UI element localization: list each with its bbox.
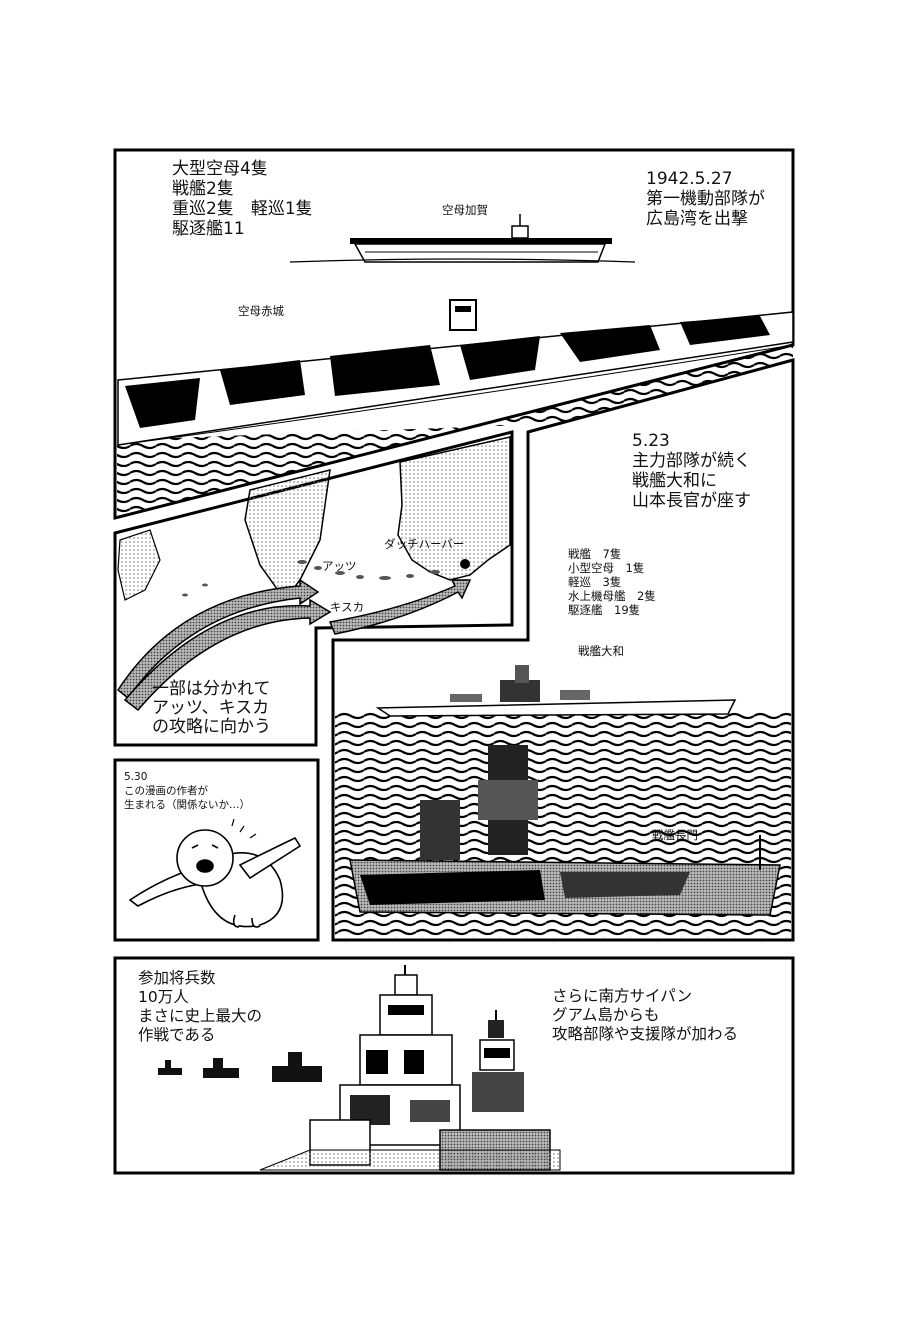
map-label-dutch-harbor: ダッチハーバー	[384, 537, 465, 551]
carrier-kaga-illustration	[289, 214, 636, 263]
p5-left-line-2: 10万人	[138, 988, 189, 1006]
label-akagi: 空母赤城	[238, 304, 284, 318]
p3-caption-line-1: 主力部隊が続く	[632, 451, 751, 471]
map-label-kiska: キスカ	[330, 600, 365, 614]
p5-right-line-2: グアム島からも	[552, 1006, 660, 1024]
battleship-nagato-illustration	[349, 745, 781, 916]
p1-fleet-line-1: 大型空母4隻	[172, 159, 268, 179]
panel-2	[113, 430, 514, 747]
p5-left-line-3: まさに史上最大の	[138, 1007, 263, 1025]
p3-date: 5.23	[632, 431, 670, 451]
panel-5	[113, 956, 795, 1175]
label-nagato: 戦艦長門	[652, 828, 698, 842]
p1-caption-line-2: 広島湾を出撃	[646, 209, 748, 229]
p3-fleet-line-3: 軽巡 3隻	[568, 575, 622, 589]
p3-caption-line-2: 戦艦大和に	[632, 471, 717, 491]
p4-caption-line-2: この漫画の作者が	[124, 785, 208, 797]
p5-left-line-4: 作戦である	[138, 1026, 216, 1044]
p4-caption-line-1: 5.30	[124, 771, 148, 783]
p1-fleet-line-3: 重巡2隻 軽巡1隻	[172, 199, 313, 219]
attack-route-arrows	[116, 578, 472, 712]
label-kaga: 空母加賀	[442, 203, 488, 217]
p2-caption-line-3: の攻略に向かう	[152, 717, 271, 737]
p2-caption-line-2: アッツ、キスカ	[152, 698, 270, 718]
p4-caption-line-3: 生まれる（関係ないか…）	[124, 799, 250, 811]
p3-fleet-line-2: 小型空母 1隻	[568, 561, 645, 575]
carrier-akagi-illustration	[117, 299, 794, 446]
p3-caption-line-3: 山本長官が座す	[632, 491, 751, 511]
dutch-harbor-marker	[460, 559, 470, 569]
label-yamato: 戦艦大和	[578, 644, 624, 658]
p1-fleet-line-4: 駆逐艦11	[172, 219, 245, 239]
p3-fleet-line-4: 水上機母艦 2隻	[568, 589, 656, 603]
p1-fleet-line-2: 戦艦2隻	[172, 179, 234, 199]
baby-illustration	[128, 818, 302, 928]
p3-fleet-line-5: 駆逐艦 19隻	[568, 603, 641, 617]
battleship-yamato-illustration	[375, 665, 737, 717]
panel-1	[113, 148, 795, 520]
p3-fleet-line-1: 戦艦 7隻	[568, 547, 622, 561]
p1-caption-line-1: 第一機動部隊が	[646, 189, 765, 209]
p5-left-line-1: 参加将兵数	[138, 969, 216, 987]
fleet-silhouettes	[158, 965, 561, 1171]
panel-4	[113, 758, 320, 942]
map-label-attu: アッツ	[322, 559, 357, 573]
p5-right-line-1: さらに南方サイパン	[552, 987, 692, 1005]
p2-caption-line-1: 一部は分かれて	[152, 679, 271, 699]
p5-right-line-3: 攻略部隊や支援隊が加わる	[552, 1025, 739, 1043]
p1-date: 1942.5.27	[646, 169, 733, 189]
panel-3	[331, 358, 795, 942]
